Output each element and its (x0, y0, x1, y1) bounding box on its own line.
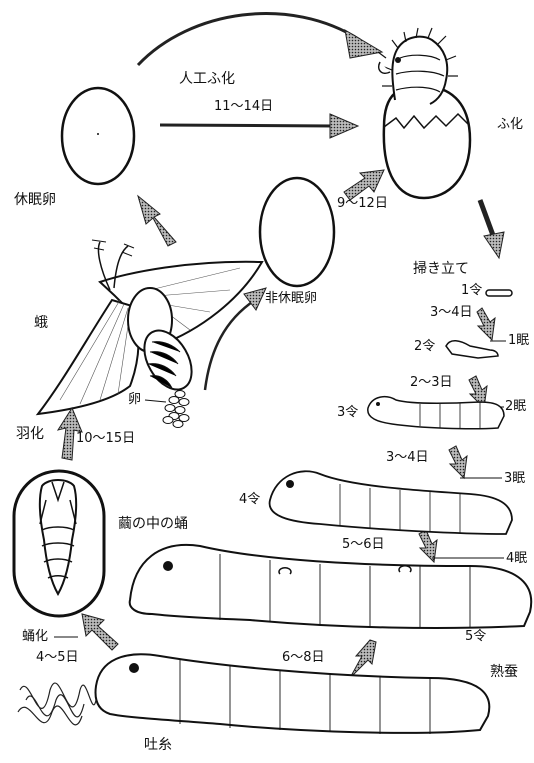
arrow-artificial-hatching (160, 114, 358, 138)
label-brushing: 掃き立て (413, 262, 469, 276)
label-pupation: 蛹化 (22, 630, 48, 643)
cocoon-illustration (14, 471, 104, 616)
egg-pointer-line (145, 400, 166, 402)
diapause-egg-shape (62, 88, 134, 184)
label-days-4-5: 4～5日 (36, 651, 79, 664)
larva-instar-5 (130, 545, 532, 628)
mature-larva (96, 654, 490, 734)
larva-instar-3 (368, 397, 504, 429)
label-sleep-2: 2眠 (505, 400, 526, 413)
label-instar-4: 4令 (239, 493, 260, 506)
silk-thread (18, 683, 96, 725)
larva-instar-4 (270, 471, 512, 534)
larva-instar-2 (446, 341, 498, 358)
hatching-larva-illustration (378, 28, 470, 198)
curved-arrow-diapause-to-hatch (138, 14, 382, 65)
label-days-3-4-b: 3～4日 (386, 451, 429, 464)
label-pupa-in-cocoon: 繭の中の蛹 (118, 517, 188, 531)
label-sleep-4: 4眠 (506, 552, 527, 565)
label-sleep-3: 3眠 (504, 472, 525, 485)
label-days-2-3: 2～3日 (410, 376, 453, 389)
label-spinning: 吐糸 (144, 738, 172, 752)
label-days-9-12: 9～12日 (337, 197, 388, 210)
label-sleep-1: 1眠 (508, 334, 529, 347)
label-mature-silkworm: 熟蚕 (490, 665, 518, 679)
label-instar-5: 5令 (465, 630, 486, 643)
egg-cluster (163, 391, 189, 428)
label-days-5-6: 5～6日 (342, 538, 385, 551)
arrow-hatch-to-brushing (480, 200, 504, 258)
label-instar-2: 2令 (414, 340, 435, 353)
arrow-pupation (82, 614, 118, 650)
label-instar-3: 3令 (337, 406, 358, 419)
label-hatching: ふ化 (497, 118, 523, 131)
label-instar-1: 1令 (461, 284, 482, 297)
non-diapause-egg-shape (260, 178, 334, 286)
larva-instar-1 (486, 290, 512, 296)
label-eggs: 卵 (128, 393, 141, 406)
label-eclosion: 羽化 (16, 427, 44, 441)
label-days-11-14: 11～14日 (214, 100, 273, 113)
arrow-moth-to-diapause (138, 196, 176, 246)
label-artificial-hatching: 人工ふ化 (179, 72, 235, 86)
label-non-diapause-egg: 非休眠卵 (265, 292, 317, 305)
label-moth: 蛾 (34, 316, 48, 330)
label-days-10-15: 10～15日 (76, 432, 135, 445)
label-days-6-8: 6～8日 (282, 651, 325, 664)
label-diapause-egg: 休眠卵 (14, 193, 56, 207)
label-days-3-4-a: 3～4日 (430, 306, 473, 319)
